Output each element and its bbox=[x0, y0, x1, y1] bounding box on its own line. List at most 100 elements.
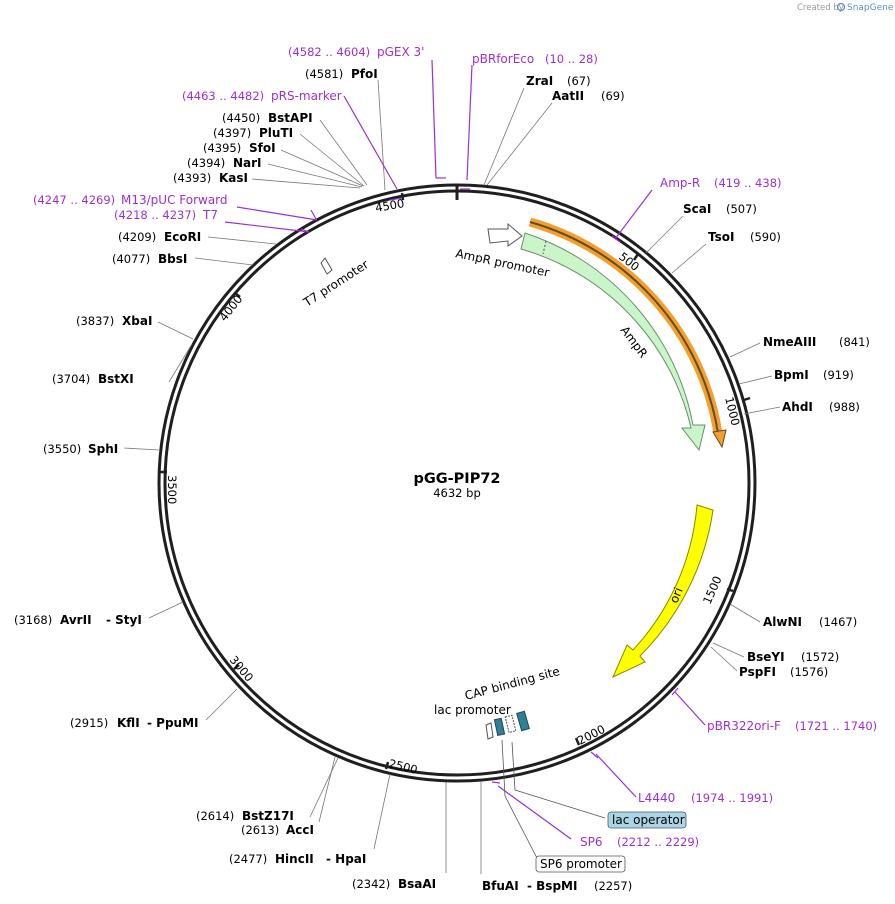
tick-4000: 4000 bbox=[216, 292, 245, 324]
enzyme-pluti[interactable]: PluTI bbox=[259, 126, 293, 140]
sp6-promoter-label[interactable]: SP6 promoter bbox=[540, 857, 622, 871]
enzyme-bfuai[interactable]: BfuAI bbox=[482, 879, 519, 893]
enzyme-nmeaiii-pos: (841) bbox=[839, 335, 870, 349]
enzyme-acci[interactable]: AccI bbox=[286, 823, 314, 837]
created-by-text: Created by bbox=[797, 3, 844, 13]
ori-feature-arrow bbox=[612, 504, 714, 679]
enzyme-bstapi-pos: (4450) bbox=[222, 111, 260, 125]
ori-label: ori bbox=[667, 585, 686, 605]
enzyme-ecori[interactable]: EcoRI bbox=[164, 230, 201, 244]
enzyme-styi[interactable]: - StyI bbox=[106, 613, 142, 627]
enzyme-sphi[interactable]: SphI bbox=[88, 442, 118, 456]
primer-t7[interactable]: T7 bbox=[202, 208, 218, 222]
enzyme-tsoi-pos: (590) bbox=[750, 230, 781, 244]
enzyme-bstapi[interactable]: BstAPI bbox=[268, 111, 313, 125]
tick-3500: 3500 bbox=[165, 475, 179, 504]
enzyme-kfli[interactable]: KflI bbox=[117, 716, 140, 730]
primer-amp-r[interactable]: Amp-R bbox=[660, 176, 700, 190]
enzyme-hpai[interactable]: - HpaI bbox=[326, 852, 366, 866]
lac-operator-box bbox=[607, 811, 687, 829]
enzyme-bpmi-pos: (919) bbox=[823, 368, 854, 382]
enzyme-nari-pos: (4394) bbox=[187, 156, 225, 170]
enzyme-sfoi[interactable]: SfoI bbox=[249, 141, 276, 155]
primer-pbrforeco-range: (10 .. 28) bbox=[545, 52, 598, 66]
enzyme-nari[interactable]: NarI bbox=[233, 156, 262, 170]
tick-1500: 1500 bbox=[700, 574, 725, 606]
lac-operator-block bbox=[504, 714, 517, 734]
enzyme-avrii-pos: (3168) bbox=[14, 613, 52, 627]
enzyme-alwni[interactable]: AlwNI bbox=[763, 615, 802, 629]
primer-sp6-range: (2212 .. 2229) bbox=[617, 835, 699, 849]
primer-t7-range: (4218 .. 4237) bbox=[114, 208, 196, 222]
enzyme-bspmi[interactable]: - BspMI bbox=[527, 879, 577, 893]
tick-4500: 4500 bbox=[374, 196, 405, 215]
enzyme-aatii[interactable]: AatII bbox=[552, 89, 584, 103]
enzyme-acci-pos: (2613) bbox=[241, 823, 279, 837]
tick-2500: 2500 bbox=[387, 756, 419, 777]
feature-leader-lines bbox=[501, 739, 606, 861]
enzyme-xbai[interactable]: XbaI bbox=[122, 314, 152, 328]
enzyme-ahdi-pos: (988) bbox=[829, 400, 860, 414]
primer-m13[interactable]: M13/pUC Forward bbox=[121, 193, 228, 207]
primer-prs-marker[interactable]: pRS-marker bbox=[271, 89, 342, 103]
enzyme-bstxi[interactable]: BstXI bbox=[98, 372, 134, 386]
enzyme-avrii[interactable]: AvrII bbox=[60, 613, 92, 627]
cap-binding-block-1 bbox=[493, 717, 506, 737]
t7-promoter-label: T7 promoter bbox=[300, 257, 371, 310]
cap-binding-block-2 bbox=[516, 710, 530, 732]
primer-m13-range: (4247 .. 4269) bbox=[33, 193, 115, 207]
enzyme-kfli-pos: (2915) bbox=[70, 716, 108, 730]
primer-l4440[interactable]: L4440 bbox=[638, 791, 675, 805]
primer-sp6[interactable]: SP6 bbox=[580, 835, 603, 849]
enzyme-xbai-pos: (3837) bbox=[76, 314, 114, 328]
enzyme-zrai[interactable]: ZraI bbox=[526, 74, 553, 88]
cap-binding-site-label: CAP binding site bbox=[463, 664, 561, 703]
ampr-feature-arrow bbox=[520, 232, 706, 452]
primer-amp-r-range: (419 .. 438) bbox=[714, 176, 782, 190]
enzyme-bfuai-pos: (2257) bbox=[594, 879, 632, 893]
enzyme-aatii-pos: (69) bbox=[601, 89, 625, 103]
enzyme-ahdi[interactable]: AhdI bbox=[782, 400, 813, 414]
enzyme-bseyi[interactable]: BseYI bbox=[747, 650, 785, 664]
primer-pbr322ori-range: (1721 .. 1740) bbox=[795, 719, 877, 733]
enzyme-bstxi-pos: (3704) bbox=[52, 372, 90, 386]
lac-promoter-label: lac promoter bbox=[434, 703, 511, 717]
enzyme-ppumi[interactable]: - PpuMI bbox=[147, 716, 199, 730]
backbone-outer-ring bbox=[157, 183, 757, 783]
enzyme-bstz17i-pos: (2614) bbox=[196, 809, 234, 823]
enzyme-pspfi[interactable]: PspFI bbox=[739, 665, 776, 679]
lac-operator-label[interactable]: lac operator bbox=[612, 813, 685, 827]
enzyme-hincii[interactable]: HincII bbox=[275, 852, 314, 866]
primer-pgex3[interactable]: pGEX 3' bbox=[377, 45, 424, 59]
enzyme-bpmi[interactable]: BpmI bbox=[774, 368, 809, 382]
t7-promoter-arrow bbox=[320, 257, 333, 275]
enzyme-leader-lines bbox=[123, 79, 781, 874]
enzyme-bsaai[interactable]: BsaAI bbox=[398, 877, 436, 891]
enzyme-scai[interactable]: ScaI bbox=[683, 202, 711, 216]
enzyme-tsoi[interactable]: TsoI bbox=[708, 230, 734, 244]
enzyme-pluti-pos: (4397) bbox=[213, 126, 251, 140]
enzyme-bbsi-pos: (4077) bbox=[112, 252, 150, 266]
snapgene-brand: SnapGene bbox=[847, 3, 894, 13]
enzyme-kasi[interactable]: KasI bbox=[219, 171, 248, 185]
lac-promoter-arrow bbox=[485, 722, 494, 740]
enzyme-bsaai-pos: (2342) bbox=[352, 877, 390, 891]
enzyme-hincii-pos: (2477) bbox=[229, 852, 267, 866]
primer-pbr322ori[interactable]: pBR322ori-F bbox=[707, 719, 781, 733]
enzyme-sfoi-pos: (4395) bbox=[203, 141, 241, 155]
enzyme-nmeaiii[interactable]: NmeAIII bbox=[763, 335, 816, 349]
primer-leader-lines bbox=[224, 59, 706, 840]
enzyme-pspfi-pos: (1576) bbox=[790, 665, 828, 679]
enzyme-bstz17i[interactable]: BstZ17I bbox=[242, 809, 294, 823]
enzyme-bbsi[interactable]: BbsI bbox=[158, 252, 187, 266]
enzyme-pfoi[interactable]: PfoI bbox=[351, 67, 378, 81]
scale-ticks: 500 1000 1500 2000 2500 3000 3500 4000 4… bbox=[160, 192, 751, 777]
ampr-strand-arrowhead bbox=[712, 429, 727, 449]
enzyme-ecori-pos: (4209) bbox=[118, 230, 156, 244]
plasmid-length: 4632 bp bbox=[433, 486, 481, 500]
enzyme-kasi-pos: (4393) bbox=[173, 171, 211, 185]
plasmid-name: pGG-PIP72 bbox=[413, 471, 500, 487]
snapgene-logo-icon bbox=[836, 2, 846, 12]
primer-pbrforeco[interactable]: pBRforEco bbox=[472, 52, 534, 66]
